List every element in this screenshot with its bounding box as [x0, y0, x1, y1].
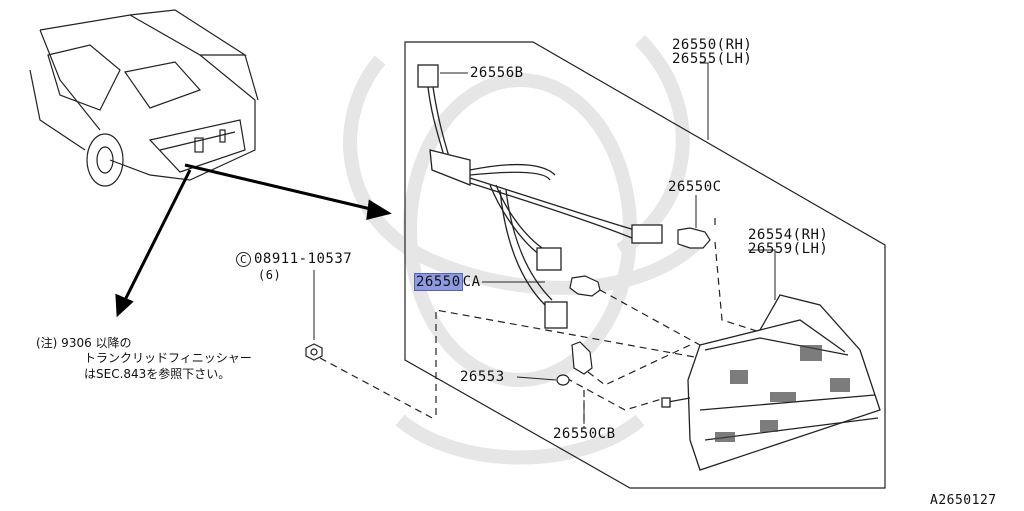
note-line-2: トランクリッドフィニッシャー [84, 351, 252, 365]
screw-part-number: 08911-10537 [254, 251, 353, 267]
label-26550CB: 26550CB [553, 426, 616, 442]
label-26556B: 26556B [470, 65, 524, 81]
watermark-emblem [343, 35, 705, 465]
note-line-1: (注) 9306 以降の [36, 336, 132, 350]
label-26550CA-highlight[interactable]: 26550 [414, 273, 463, 291]
assembly-frame [404, 41, 886, 489]
label-26550-rh: 26550(RH) [672, 37, 753, 53]
label-screw-qty: (6) [258, 268, 282, 282]
hardware [305, 343, 570, 386]
wiring-harness [417, 64, 663, 329]
vehicle-rear-sketch [29, 9, 259, 187]
circled-c-symbol: C [236, 252, 251, 267]
note-line-3: はSEC.843を参照下さい。 [84, 367, 231, 381]
label-26554-rh: 26554(RH) [748, 227, 829, 243]
leader-lines [313, 62, 776, 424]
label-26550CA-suffix: CA [462, 274, 481, 290]
label-26559-lh: 26559(LH) [748, 241, 829, 257]
tail-lamp-assembly [661, 294, 881, 471]
diagram-ref-code: A2650127 [930, 493, 997, 508]
label-26553: 26553 [460, 369, 505, 385]
pointer-arrows [115, 163, 392, 318]
label-26555-lh: 26555(LH) [672, 51, 753, 67]
label-26550C: 26550C [668, 179, 722, 195]
bulbs [569, 227, 711, 375]
